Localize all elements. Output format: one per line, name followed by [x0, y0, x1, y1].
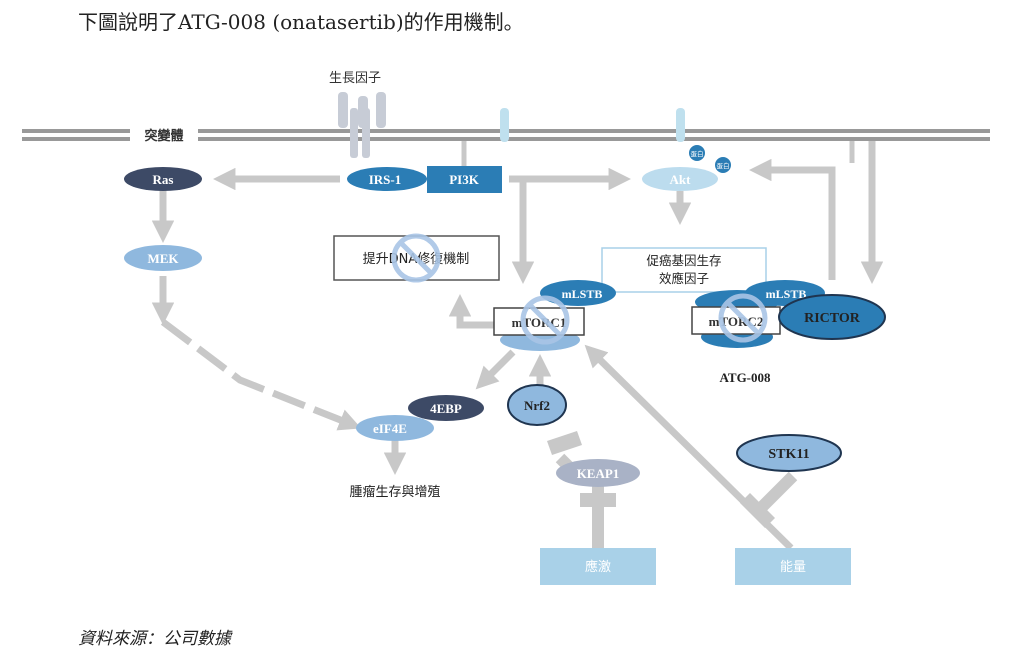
mek-node — [124, 245, 202, 271]
stk11-node — [736, 434, 842, 472]
oncogene-box — [601, 247, 767, 293]
eif4e-label: eIF4E — [373, 421, 407, 436]
pi3k-node — [427, 166, 502, 193]
mlstb-1-label: mLSTB — [562, 287, 603, 301]
inhibit-icon-dna — [391, 233, 441, 283]
membrane-label: 突變體 — [144, 128, 183, 144]
akt-label: Akt — [670, 172, 692, 187]
inhibit-icon-mtorc1 — [520, 295, 570, 345]
oncogene-label-2: 效應因子 — [659, 271, 709, 286]
inhibition-caps — [547, 431, 775, 528]
growth-factor-label: 生長因子 — [329, 71, 381, 86]
oncogene-label-1: 促癌基因生存 — [646, 253, 721, 268]
pi3k-label: PI3K — [449, 172, 480, 187]
energy-label: 能量 — [780, 560, 806, 575]
mlstb-1-node — [540, 280, 616, 306]
irs1-node — [347, 167, 427, 191]
energy-box — [735, 548, 851, 585]
svg-text:蛋白: 蛋白 — [691, 149, 704, 158]
atg008-label: ATG-008 — [719, 370, 771, 385]
receptor-2 — [500, 108, 509, 142]
protein-dot-2 — [715, 157, 731, 173]
stk11-label: STK11 — [768, 447, 809, 462]
tumor-label: 腫瘤生存與增殖 — [349, 484, 440, 500]
rictor-node — [778, 294, 886, 340]
mek-label: MEK — [147, 251, 179, 266]
growth-factor-receptor — [338, 92, 386, 158]
nrf2-node — [507, 384, 567, 426]
stress-label: 應激 — [585, 559, 611, 575]
ras-label: Ras — [153, 172, 174, 187]
irs1-label: IRS-1 — [369, 172, 402, 187]
svg-text:蛋白: 蛋白 — [717, 161, 730, 170]
keap1-label: KEAP1 — [577, 466, 620, 481]
rictor-label: RICTOR — [804, 311, 861, 326]
mlstb-2-label: mLSTB — [766, 287, 807, 301]
eif4e-node — [356, 415, 434, 441]
nrf2-label: Nrf2 — [524, 398, 550, 413]
page-title: 下圖說明了ATG-008 (onatasertib)的作用機制。 — [78, 10, 524, 34]
4ebp-label: 4EBP — [430, 401, 462, 416]
akt-node — [642, 167, 718, 191]
source-caption: 資料來源：公司數據 — [78, 629, 231, 649]
protein-dot-1 — [689, 145, 705, 161]
keap1-node — [556, 459, 640, 487]
inhibit-icon-mtorc2 — [718, 293, 768, 343]
receptor-3 — [676, 108, 685, 142]
stress-box — [540, 548, 656, 585]
ras-node — [124, 167, 202, 191]
4ebp-node — [408, 395, 484, 421]
